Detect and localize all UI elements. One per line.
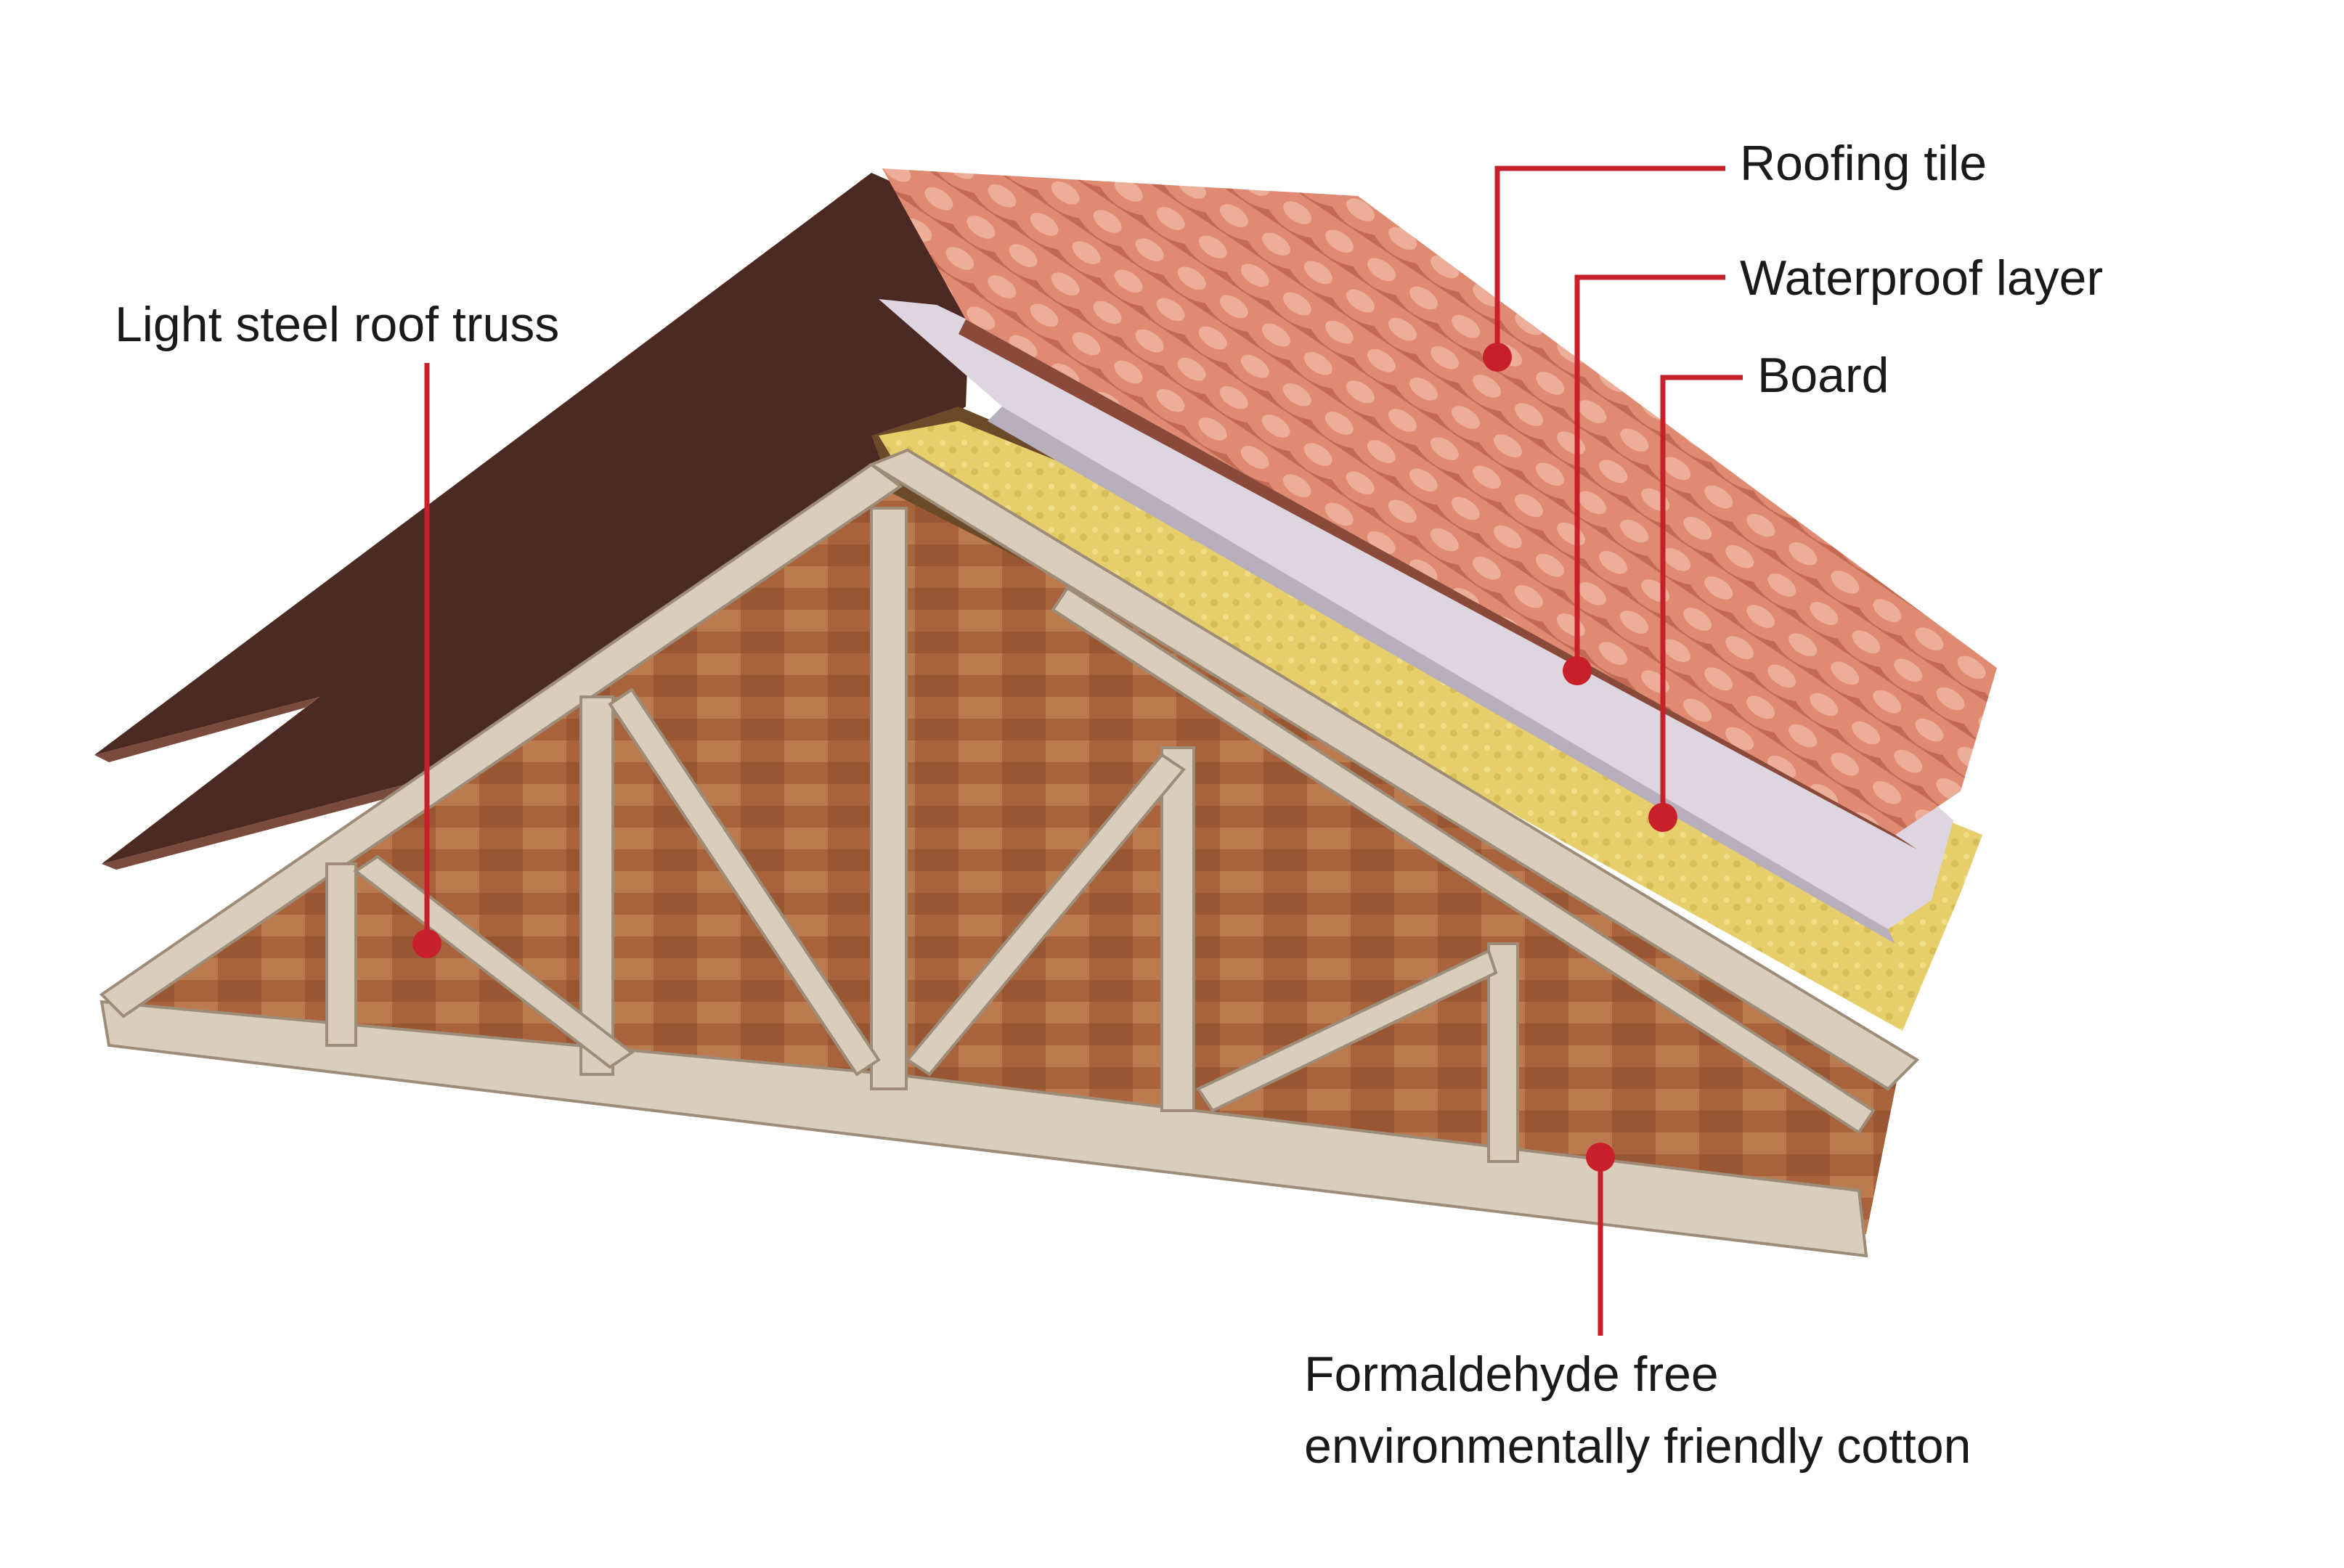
callout-dot-cotton bbox=[1586, 1143, 1615, 1172]
callout-dot-truss bbox=[412, 929, 441, 958]
callout-dot-board bbox=[1648, 803, 1677, 832]
roofing-tile-layer bbox=[882, 168, 1997, 849]
callout-lines bbox=[424, 166, 1743, 1336]
callout-dot-waterproof-layer bbox=[1563, 656, 1592, 685]
cotton-insulation-layer bbox=[879, 421, 1982, 1031]
label-light-steel-roof-truss: Light steel roof truss bbox=[115, 297, 560, 352]
attic-floor bbox=[116, 450, 1903, 1234]
truss-frame bbox=[99, 448, 1920, 1258]
callout-dots bbox=[412, 343, 1677, 1172]
callout-line-waterproof-layer bbox=[1574, 274, 1725, 675]
label-waterproof-layer: Waterproof layer bbox=[1740, 250, 2104, 306]
label-cotton-line2: environmentally friendly cotton bbox=[1304, 1418, 1971, 1474]
label-board: Board bbox=[1757, 348, 1889, 403]
callout-line-board bbox=[1660, 375, 1743, 820]
label-roofing-tile: Roofing tile bbox=[1740, 136, 1987, 191]
label-cotton-line1: Formaldehyde free bbox=[1304, 1347, 1719, 1402]
callout-dot-roofing-tile bbox=[1483, 343, 1512, 372]
label-cotton: Formaldehyde free environmentally friend… bbox=[1304, 1339, 1971, 1482]
callout-line-roofing-tile bbox=[1494, 166, 1725, 363]
shingle-underlayer bbox=[94, 173, 973, 870]
